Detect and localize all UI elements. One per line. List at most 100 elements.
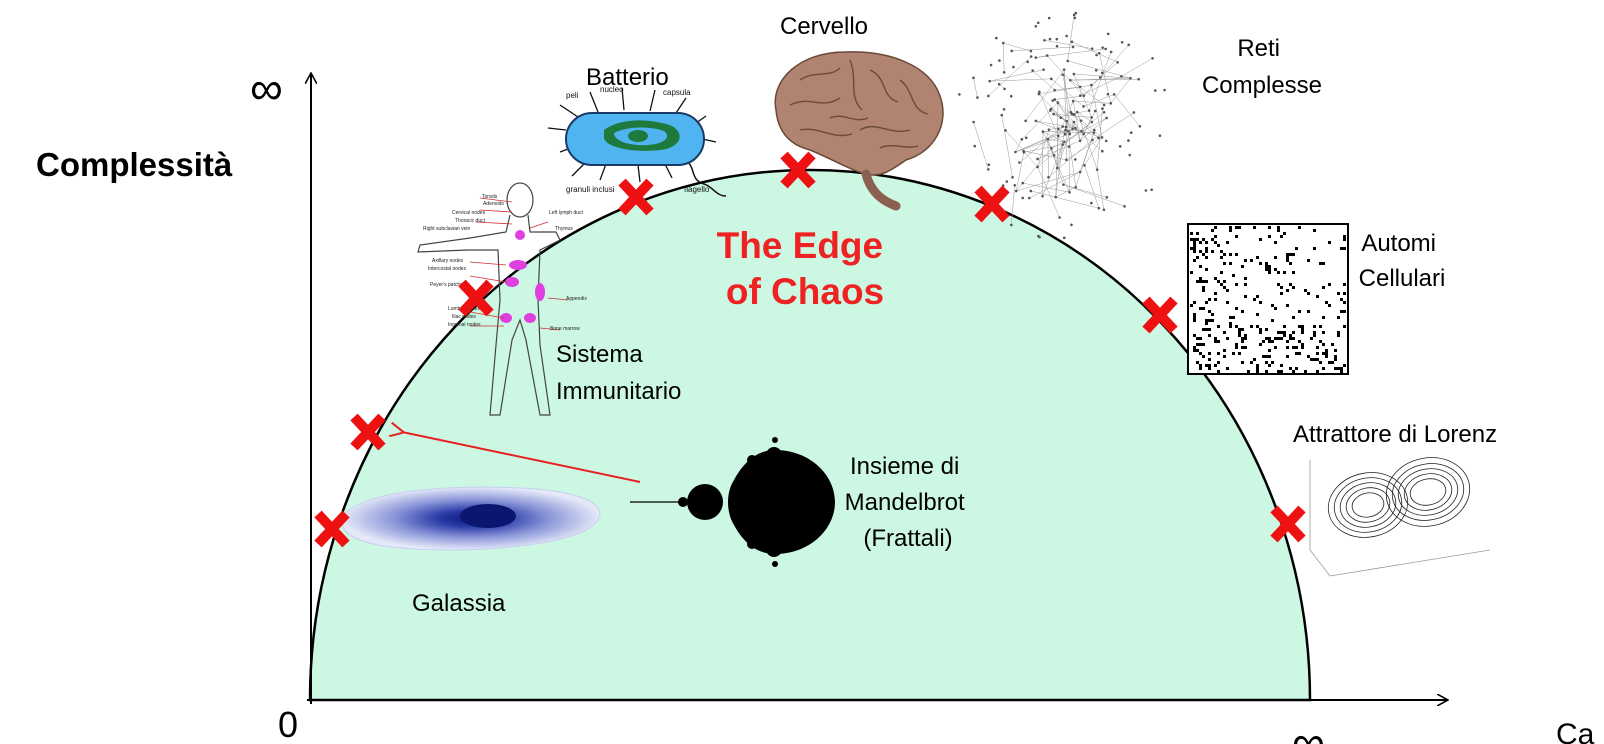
lorenz-attractor-image	[1310, 450, 1490, 576]
automata-cell	[1295, 352, 1298, 355]
automata-cell	[1253, 358, 1256, 361]
network-edge	[1002, 115, 1013, 177]
network-node	[1028, 197, 1031, 200]
automata-cell	[1286, 253, 1289, 256]
automata-cell	[1208, 367, 1211, 370]
network-node	[1103, 208, 1106, 211]
body-part-thymus: Thymus	[555, 226, 573, 232]
network-node	[1030, 190, 1033, 193]
automata-cell	[1253, 226, 1256, 229]
automata-cell	[1289, 283, 1292, 286]
network-node	[1003, 108, 1006, 111]
network-edge	[1069, 147, 1070, 193]
mandelbrot-label-line2: Mandelbrot	[845, 489, 965, 516]
network-node	[1074, 158, 1077, 161]
automata-cell	[1205, 328, 1208, 331]
automata-cell	[1292, 271, 1295, 274]
network-node	[1106, 196, 1109, 199]
automata-cell	[1214, 298, 1217, 301]
network-node	[958, 93, 961, 96]
network-edge	[1036, 121, 1076, 128]
automata-cell	[1211, 238, 1214, 241]
network-node	[1018, 161, 1021, 164]
automata-cell	[1229, 229, 1232, 232]
automata-cell	[1208, 298, 1211, 301]
body-part-intercostal-nodes: Intercostal nodes	[428, 266, 467, 272]
automata-cell	[1268, 340, 1271, 343]
automata-cell	[1256, 295, 1259, 298]
automata-cell	[1313, 334, 1316, 337]
network-node	[1056, 167, 1059, 170]
automata-cell	[1193, 244, 1196, 247]
automata-cell	[1343, 247, 1346, 250]
automata-cell	[1271, 361, 1274, 364]
automata-cell	[1298, 352, 1301, 355]
automata-cell	[1337, 334, 1340, 337]
automata-cell	[1235, 226, 1238, 229]
automata-cell	[1280, 331, 1283, 334]
network-edge	[1097, 170, 1104, 210]
automata-cell	[1202, 355, 1205, 358]
automata-cell	[1265, 265, 1268, 268]
network-node	[1064, 133, 1067, 136]
automata-cell	[1196, 343, 1199, 346]
automata-cell	[1277, 271, 1280, 274]
automata-cell	[1292, 337, 1295, 340]
automata-cell	[1211, 319, 1214, 322]
automata-cell	[1289, 337, 1292, 340]
automata-cell	[1319, 361, 1322, 364]
automata-cell	[1298, 226, 1301, 229]
network-edge	[1084, 45, 1129, 96]
complex-networks-label-line1: Reti	[1237, 35, 1280, 62]
network-node	[1042, 130, 1045, 133]
automata-cell	[1283, 271, 1286, 274]
network-node	[1063, 237, 1066, 240]
automata-cell	[1208, 319, 1211, 322]
mandelbrot-label: Insieme di Mandelbrot (Frattali)	[845, 453, 972, 552]
automata-cell	[1301, 328, 1304, 331]
network-node	[1003, 88, 1006, 91]
automata-cell	[1232, 274, 1235, 277]
automata-cell	[1274, 241, 1277, 244]
automata-cell	[1331, 343, 1334, 346]
body-part-adenoids: Adenoids	[483, 201, 504, 207]
automata-cell	[1202, 253, 1205, 256]
network-node	[1014, 151, 1017, 154]
network-node	[1091, 121, 1094, 124]
network-node	[1109, 102, 1112, 105]
automata-cell	[1301, 343, 1304, 346]
mandelbrot-label-line3: (Frattali)	[863, 525, 952, 552]
network-node	[1072, 100, 1075, 103]
network-node	[1010, 95, 1013, 98]
network-node	[1083, 94, 1086, 97]
network-edge	[1016, 148, 1051, 191]
automata-cell	[1322, 352, 1325, 355]
network-node	[1058, 216, 1061, 219]
network-node	[1090, 116, 1093, 119]
network-edge	[1114, 94, 1140, 126]
automata-cell	[1208, 364, 1211, 367]
automata-cell	[1343, 238, 1346, 241]
network-node	[1129, 77, 1132, 80]
network-node	[1098, 52, 1101, 55]
network-node	[1021, 197, 1024, 200]
automata-cell	[1220, 256, 1223, 259]
automata-cell	[1307, 259, 1310, 262]
automata-cell	[1214, 337, 1217, 340]
automata-cell	[1313, 358, 1316, 361]
network-node	[1101, 150, 1104, 153]
network-node	[1065, 126, 1068, 129]
automata-cell	[1322, 262, 1325, 265]
automata-cell	[1214, 292, 1217, 295]
network-node	[1163, 89, 1166, 92]
network-edge	[1051, 79, 1083, 107]
network-node	[1025, 137, 1028, 140]
automata-cell	[1313, 229, 1316, 232]
automata-cell	[1214, 235, 1217, 238]
network-node	[1053, 89, 1056, 92]
automata-cell	[1238, 334, 1241, 337]
network-edge	[1084, 165, 1098, 208]
automata-cell	[1292, 370, 1295, 373]
automata-cell	[1199, 352, 1202, 355]
network-node	[1104, 48, 1107, 51]
